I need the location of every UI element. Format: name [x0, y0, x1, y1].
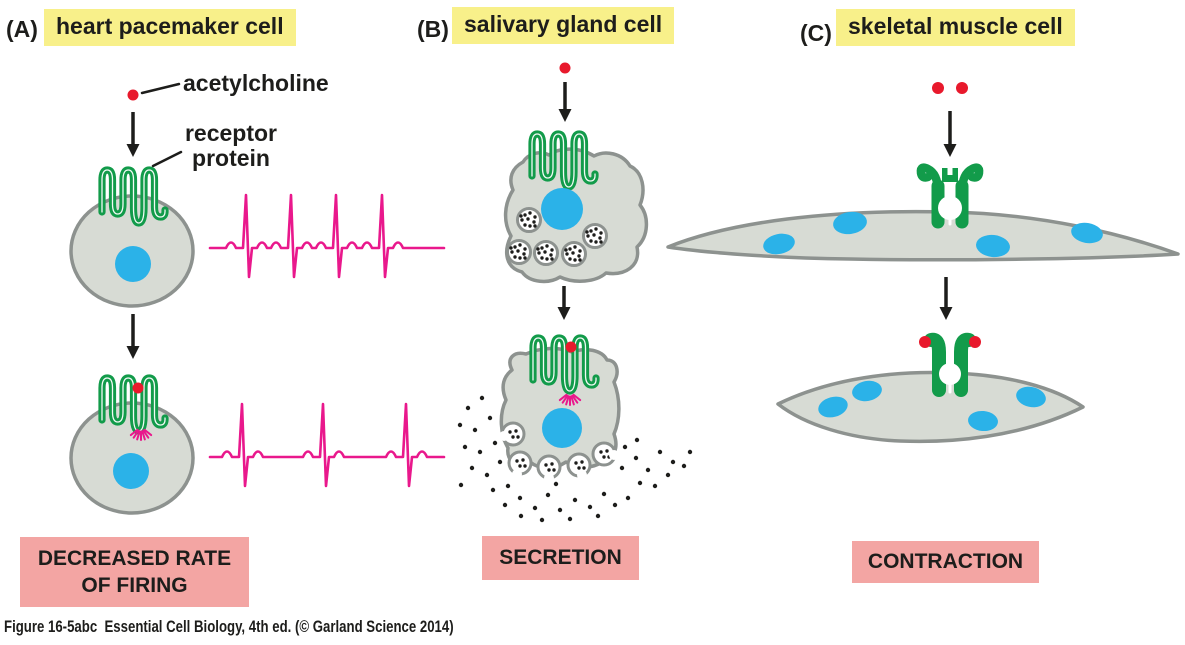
down-arrow [939, 277, 953, 320]
result-box-b: SECRETION [482, 536, 639, 580]
signal-rays [129, 428, 153, 441]
pacemaker-cell-resting [69, 170, 195, 308]
nucleus [763, 233, 795, 255]
bound-acetylcholine-dot [565, 341, 577, 353]
figure-caption: Figure 16-5abc Essential Cell Biology, 4… [4, 618, 454, 636]
down-arrow [126, 314, 140, 359]
panel-b-artwork [457, 62, 693, 523]
secretory-vesicle [582, 223, 608, 249]
nucleus [852, 380, 882, 402]
bound-acetylcholine-dot [132, 382, 144, 394]
nucleus [542, 408, 582, 448]
nucleus [818, 396, 848, 418]
receptor-leader-line [151, 150, 183, 168]
secretory-vesicle [506, 239, 532, 265]
salivary-cell-resting [503, 134, 649, 284]
panel-title-b: salivary gland cell [452, 7, 675, 44]
panel-letter-a: (A) [6, 16, 38, 42]
salivary-cell-secreting [457, 338, 693, 523]
nucleus [1016, 386, 1046, 408]
bound-acetylcholine-dot [919, 336, 931, 348]
down-arrow [943, 111, 957, 157]
acetylcholine-leader-line [140, 82, 181, 95]
nucleus [833, 211, 867, 235]
secretory-vesicle [561, 241, 587, 267]
nucleus [115, 246, 151, 282]
pacemaker-cell-activated [69, 378, 195, 515]
result-box-c: CONTRACTION [852, 541, 1039, 583]
nucleus [113, 453, 149, 489]
ion-channel-bound-icon [919, 332, 981, 397]
down-arrow [557, 286, 571, 320]
bound-acetylcholine-dot [969, 336, 981, 348]
secreted-molecules [457, 395, 693, 523]
nucleus [968, 410, 998, 432]
ecg-trace-fast [208, 193, 446, 279]
acetylcholine-dot [932, 82, 944, 94]
panel-c-artwork [666, 82, 1180, 444]
nucleus [1071, 222, 1103, 244]
receptor-protein-label: receptor protein [184, 120, 278, 171]
acetylcholine-dot [956, 82, 968, 94]
panel-title-c: skeletal muscle cell [836, 9, 1075, 46]
acetylcholine-dot [559, 62, 571, 74]
panel-letter-b: (B) [417, 16, 449, 42]
secretory-vesicle [533, 240, 559, 266]
acetylcholine-dot [127, 89, 139, 101]
down-arrow [558, 82, 572, 122]
nucleus [541, 188, 583, 230]
ion-channel-open-icon [916, 163, 984, 229]
acetylcholine-label: acetylcholine [183, 70, 329, 96]
nucleus [976, 234, 1010, 258]
panel-title-a: heart pacemaker cell [44, 9, 296, 46]
signal-rays [558, 393, 582, 406]
ecg-trace-slow [208, 402, 446, 488]
secretory-vesicle [516, 207, 542, 233]
panel-letter-c: (C) [800, 20, 832, 46]
down-arrow [126, 112, 140, 157]
result-box-a: DECREASED RATE OF FIRING [20, 537, 249, 607]
muscle-cell-contracted [776, 332, 1085, 444]
muscle-cell-relaxed [666, 163, 1180, 262]
panel-a-artwork [69, 82, 446, 515]
